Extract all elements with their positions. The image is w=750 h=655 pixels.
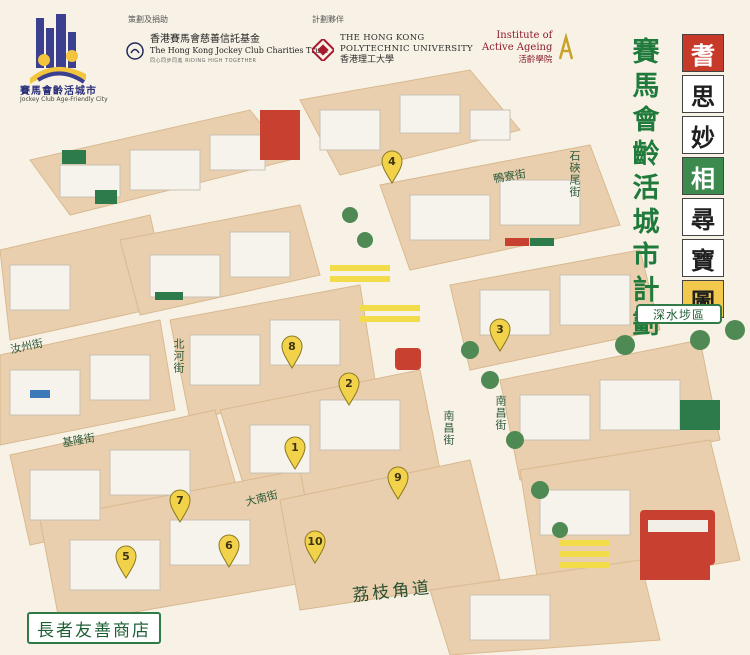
buildings	[9, 94, 681, 641]
title-tile: 相	[682, 157, 724, 195]
vehicles	[395, 348, 720, 565]
iaa-name-zh: 活齡學院	[518, 55, 553, 65]
district-label: 深水埗區	[636, 304, 722, 324]
title-char: 賽	[632, 37, 660, 68]
title-char: 齡	[632, 139, 660, 170]
title-char: 市	[632, 241, 660, 272]
title-tile: 耆	[682, 34, 724, 72]
sponsor-label: 策劃及捐助	[128, 15, 168, 24]
shop-pin-7[interactable]: 7	[168, 489, 192, 523]
iaa-block: Institute of Active Ageing 活齡學院	[482, 30, 576, 66]
street-pak-ho: 北河街	[172, 338, 185, 374]
polyu-name-en-2: POLYTECHNIC UNIVERSITY	[340, 44, 473, 54]
shop-pin-5[interactable]: 5	[114, 545, 138, 579]
street-shek-kip-mei: 石硤尾街	[568, 150, 581, 198]
street-nam-cheong-1: 南昌街	[442, 410, 455, 446]
title-tile: 寶	[682, 239, 724, 277]
legend-label: 長者友善商店	[27, 612, 161, 644]
title-char: 計	[632, 275, 660, 306]
treasure-map-title: 耆思妙相尋寶圖	[682, 34, 726, 321]
age-friendly-city-logo	[30, 14, 86, 84]
sponsor-tagline: 同心同步同進 RIDING HIGH TOGETHER	[150, 58, 257, 64]
title-char: 城	[632, 207, 660, 238]
shop-pin-2[interactable]: 2	[337, 372, 361, 406]
jockey-club-emblem	[126, 41, 144, 60]
logo-name: 賽馬會齡活城市	[20, 86, 97, 97]
shop-pin-9[interactable]: 9	[386, 466, 410, 500]
sponsor-name-en: The Hong Kong Jockey Club Charities Trus…	[150, 46, 328, 55]
polyu-name-en-1: THE HONG KONG	[340, 33, 425, 43]
title-tile: 妙	[682, 116, 724, 154]
polyu-block: THE HONG KONG POLYTECHNIC UNIVERSITY 香港理…	[312, 33, 473, 66]
logo-english: Jockey Club Age-Friendly City	[20, 96, 108, 103]
iaa-emblem	[559, 33, 574, 60]
polyu-emblem	[312, 38, 334, 61]
zebra-crossings	[330, 265, 610, 568]
shop-pin-3[interactable]: 3	[488, 318, 512, 352]
shop-pin-1[interactable]: 1	[283, 436, 307, 470]
street-nam-cheong-2: 南昌街	[494, 395, 507, 431]
title-tile: 尋	[682, 198, 724, 236]
programme-title: 賽馬會齡活城市計劃	[618, 36, 674, 342]
iaa-name-en-2: Active Ageing	[482, 42, 553, 53]
shop-pin-8[interactable]: 8	[280, 335, 304, 369]
shop-pin-4[interactable]: 4	[380, 150, 404, 184]
title-char: 馬	[632, 71, 660, 102]
partner-label: 計劃夥伴	[312, 15, 344, 24]
title-tile: 思	[682, 75, 724, 113]
iaa-name-en-1: Institute of	[496, 30, 553, 41]
street-trees	[342, 207, 745, 538]
title-char: 會	[632, 105, 660, 136]
shop-pin-6[interactable]: 6	[217, 534, 241, 568]
sponsor-name-zh: 香港賽馬會慈善信託基金	[150, 34, 260, 45]
shop-pin-10[interactable]: 10	[303, 530, 327, 564]
sponsor-block: 香港賽馬會慈善信託基金 The Hong Kong Jockey Club Ch…	[126, 34, 328, 67]
title-char: 活	[632, 173, 660, 204]
polyu-name-zh: 香港理工大學	[340, 55, 395, 65]
